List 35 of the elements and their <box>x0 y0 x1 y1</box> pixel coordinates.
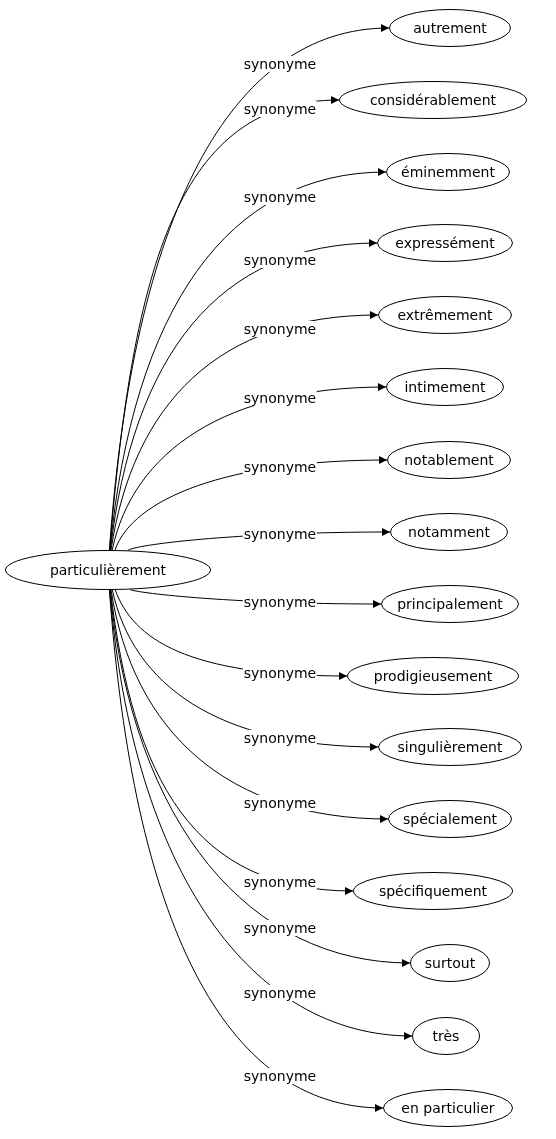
edge-label: synonyme <box>242 795 318 812</box>
edge-label: synonyme <box>242 665 318 682</box>
edge-label: synonyme <box>242 390 318 407</box>
ellipse-node: spécifiquement <box>353 872 513 910</box>
ellipse-node: extrêmement <box>378 296 512 334</box>
arrow <box>109 96 340 551</box>
ellipse-node: principalement <box>381 585 519 623</box>
edge-label: synonyme <box>242 1068 318 1085</box>
ellipse-node: considérablement <box>339 81 527 119</box>
edge-label: synonyme <box>242 320 318 337</box>
edge-label: synonyme <box>242 188 318 205</box>
edge-label: synonyme <box>242 984 318 1001</box>
edge-label: synonyme <box>242 100 318 117</box>
ellipse-node: prodigieusement <box>347 657 519 695</box>
ellipse-node: particulièrement <box>5 550 211 590</box>
ellipse-node: singulièrement <box>378 728 522 766</box>
ellipse-node: éminemment <box>386 153 510 191</box>
ellipse-node: autrement <box>389 9 511 47</box>
edge-label: synonyme <box>242 729 318 746</box>
edge-label: synonyme <box>242 252 318 269</box>
ellipse-node: expressément <box>377 224 513 262</box>
ellipse-node: notablement <box>387 441 511 479</box>
arrow <box>108 589 384 1112</box>
edge-label: synonyme <box>242 55 318 72</box>
arrow <box>109 239 378 551</box>
ellipse-node: notamment <box>390 513 508 551</box>
ellipse-node: très <box>412 1017 480 1055</box>
edge-label: synonyme <box>242 919 318 936</box>
ellipse-node: intimement <box>386 368 504 406</box>
arrow <box>109 589 411 967</box>
ellipse-node: surtout <box>410 944 490 982</box>
arrow <box>109 168 387 551</box>
edge-label: synonyme <box>242 873 318 890</box>
ellipse-node: spécialement <box>388 800 512 838</box>
ellipse-node: en particulier <box>383 1089 513 1127</box>
